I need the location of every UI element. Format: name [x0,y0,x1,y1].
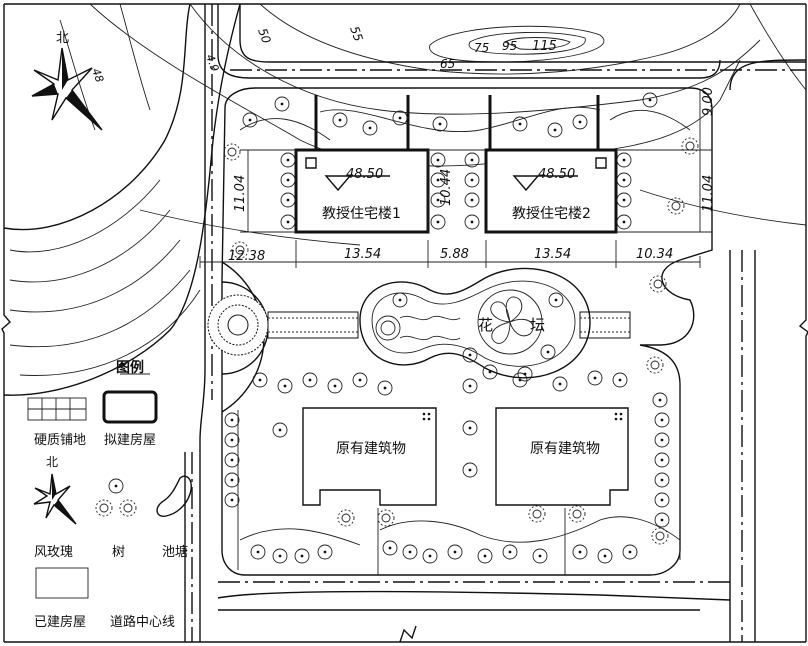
dim-height-mid: 10.44 [439,169,454,206]
legend-wind-rose-label: 风玫瑰 [34,544,73,560]
house-2-elevation: 48.50 [538,167,575,182]
existing-building-2 [495,407,629,506]
legend-paving-label: 硬质铺地 [34,433,86,448]
contour-label-55: 55 [347,24,365,43]
contour-label-48: 48 [89,67,106,85]
contour-label-115: 115 [532,39,557,54]
legend-planned-house-label: 拟建房屋 [104,432,156,448]
legend-planned-house-icon [102,390,158,424]
contour-label-95: 95 [502,39,517,53]
contour-label-49: 4.9 [203,53,221,74]
contour-lines [89,3,807,246]
dim-row-4: 13.54 [534,247,571,262]
dimension-lines [199,90,712,268]
flower-bed-label-1: 花 [478,316,493,334]
dim-row-1: 12.38 [228,249,265,264]
dim-height-right: 11.04 [701,175,716,212]
garden-paths [239,106,691,575]
dim-right-top: 9.00 [701,87,716,116]
contour-label-75: 75 [474,41,489,55]
dim-row-5: 10.34 [636,247,673,262]
north-label: 北 [56,31,69,46]
existing-building-1-label: 原有建筑物 [336,441,406,457]
legend-paving-icon [27,397,87,421]
legend-road-centerline-label: 道路中心线 [110,614,175,630]
legend-existing-house-label: 已建房屋 [34,614,86,630]
dim-row-2: 13.54 [344,247,381,262]
house-2-name: 教授住宅楼2 [512,206,591,222]
flower-bed-garden [359,267,591,379]
legend-pond-label: 池塘 [162,544,188,560]
drawing-frame [1,3,808,643]
legend-pond-icon [156,475,192,517]
legend-north-label: 北 [46,455,58,469]
legend [27,373,192,599]
house-1-elevation: 48.50 [346,167,383,182]
elevation-marks [324,175,578,192]
contour-label-50: 50 [255,26,274,45]
legend-title: 图例 [116,359,144,376]
existing-building-1 [302,407,437,506]
wind-rose-icon [31,47,103,131]
house-1-name: 教授住宅楼1 [322,206,401,222]
legend-tree-label: 树 [112,545,125,560]
legend-existing-house-icon [35,567,89,599]
legend-tree-icon [95,478,137,517]
dim-height-left: 11.04 [233,175,248,212]
flower-bed-label-2: 坛 [530,316,545,334]
round-plaza [207,261,631,413]
contour-label-65: 65 [440,57,455,71]
dim-row-3: 5.88 [440,247,469,262]
site-boundary [221,87,713,576]
legend-wind-rose-icon [33,473,77,525]
existing-building-2-label: 原有建筑物 [530,441,600,457]
